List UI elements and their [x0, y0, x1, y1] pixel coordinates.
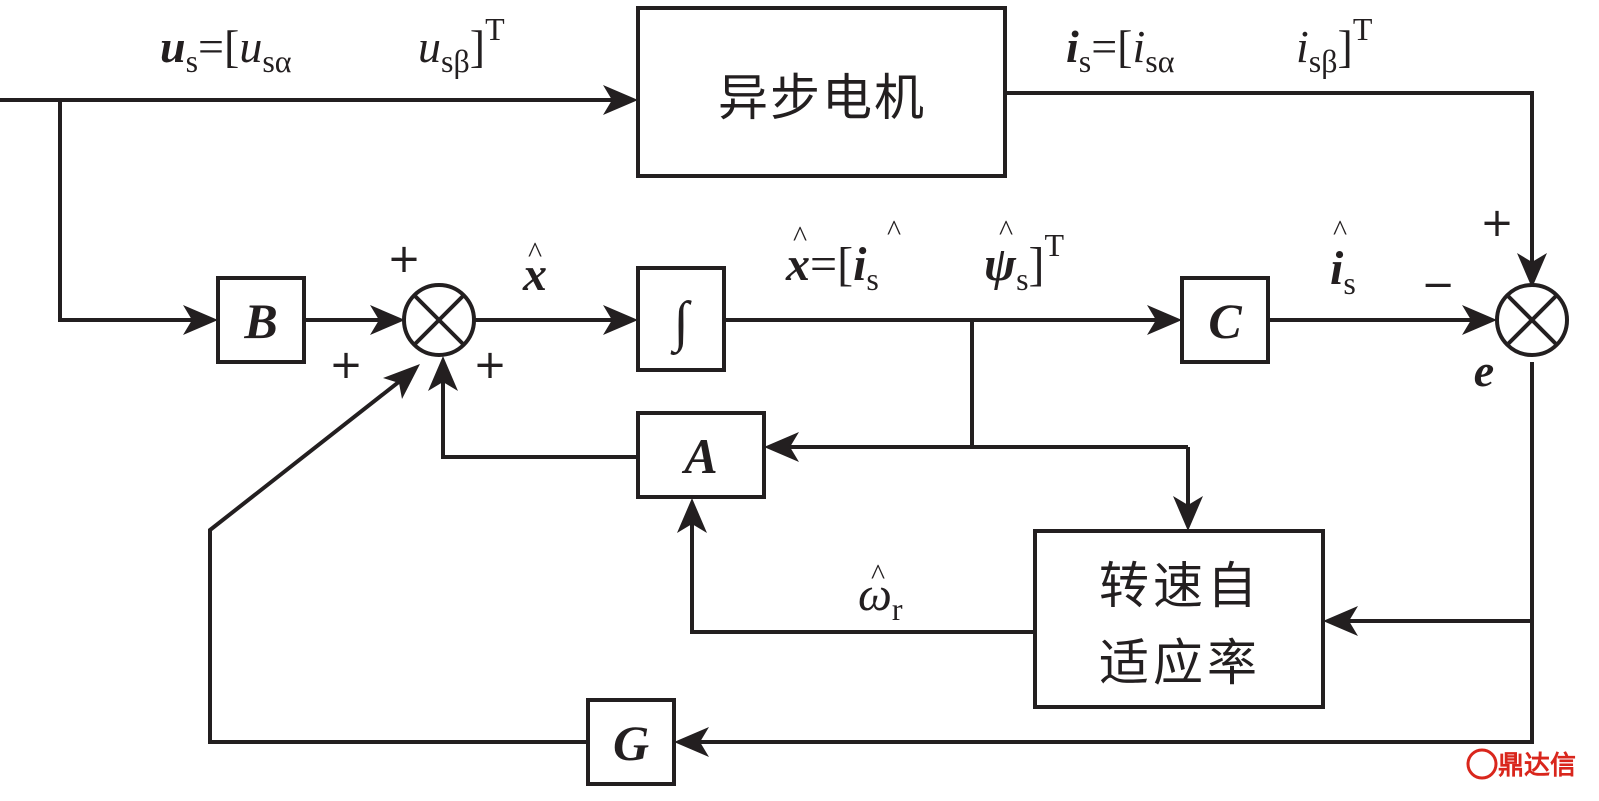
G-label: G — [613, 715, 649, 771]
omega-hat: ^ — [871, 558, 885, 591]
error-line — [686, 362, 1534, 744]
G-to-sum-line — [208, 368, 588, 744]
arrowhead-sum-from-B — [370, 305, 405, 335]
arrowhead-A-from-omega — [677, 498, 707, 533]
comparator-plus: + — [1480, 200, 1514, 246]
ihat-label: is — [1330, 242, 1356, 301]
arrowhead-A-input — [764, 432, 799, 462]
adaptive-label-line1: 转速自 — [1099, 557, 1261, 615]
comparator-minus: − — [1421, 262, 1455, 308]
motor-block: 异步电机 — [636, 6, 1007, 178]
B-block: B — [216, 276, 306, 364]
A-label: A — [681, 428, 717, 484]
ihat-hat: ^ — [1333, 214, 1347, 247]
watermark: 鼎达信 — [1466, 748, 1576, 781]
C-block: C — [1180, 276, 1270, 364]
arrowhead-B-input — [183, 305, 218, 335]
comparison-junction — [1495, 283, 1569, 357]
arrowhead-integrator-input — [603, 305, 638, 335]
arrowheads — [183, 85, 1547, 757]
arrowhead-comparator-from-motor — [1517, 253, 1547, 288]
sum-plus-right: + — [473, 342, 507, 388]
arrowhead-sum-from-A — [428, 356, 458, 391]
arrowhead-sum-from-G — [383, 364, 420, 399]
xhat-label: x — [522, 248, 547, 301]
integrator-label: ∫ — [670, 291, 692, 356]
sum-plus-top: + — [387, 236, 421, 282]
connection-lines — [0, 91, 1534, 744]
arrowhead-G-input — [674, 727, 709, 757]
adaptive-label-line2: 适应率 — [1099, 634, 1261, 692]
xhat-def-hat-i: ^ — [887, 214, 901, 247]
arrowhead-adaptive-from-error — [1323, 606, 1358, 636]
arrowhead-adaptive-input — [1173, 496, 1203, 531]
input-branch-to-B — [58, 100, 207, 322]
watermark-text: 鼎达信 — [1498, 751, 1576, 781]
C-label: C — [1208, 293, 1242, 349]
B-label: B — [243, 293, 277, 349]
A-to-sum-line — [441, 368, 638, 459]
xhat-def-hat-psi: ^ — [999, 214, 1013, 247]
omega-label: ωr — [858, 568, 903, 627]
sum-plus-left: + — [329, 342, 363, 388]
motor-output-line — [1005, 91, 1534, 278]
arrowhead-motor-input — [603, 85, 638, 115]
arrowhead-comparator-from-C — [1462, 305, 1497, 335]
watermark-logo-icon — [1466, 748, 1498, 780]
G-block: G — [586, 698, 676, 786]
xhat-hat: ^ — [528, 236, 542, 269]
motor-label: 异步电机 — [718, 69, 926, 127]
summing-junction — [402, 283, 476, 357]
omega-to-A-line — [690, 510, 1035, 634]
integrator-block: ∫ — [636, 266, 726, 372]
arrowhead-C-input — [1147, 305, 1182, 335]
xhat-def-hat-x: ^ — [793, 220, 807, 253]
A-block: A — [636, 411, 766, 499]
error-label: e — [1474, 345, 1494, 396]
adaptive-law-block: 转速自 适应率 — [1033, 529, 1325, 709]
